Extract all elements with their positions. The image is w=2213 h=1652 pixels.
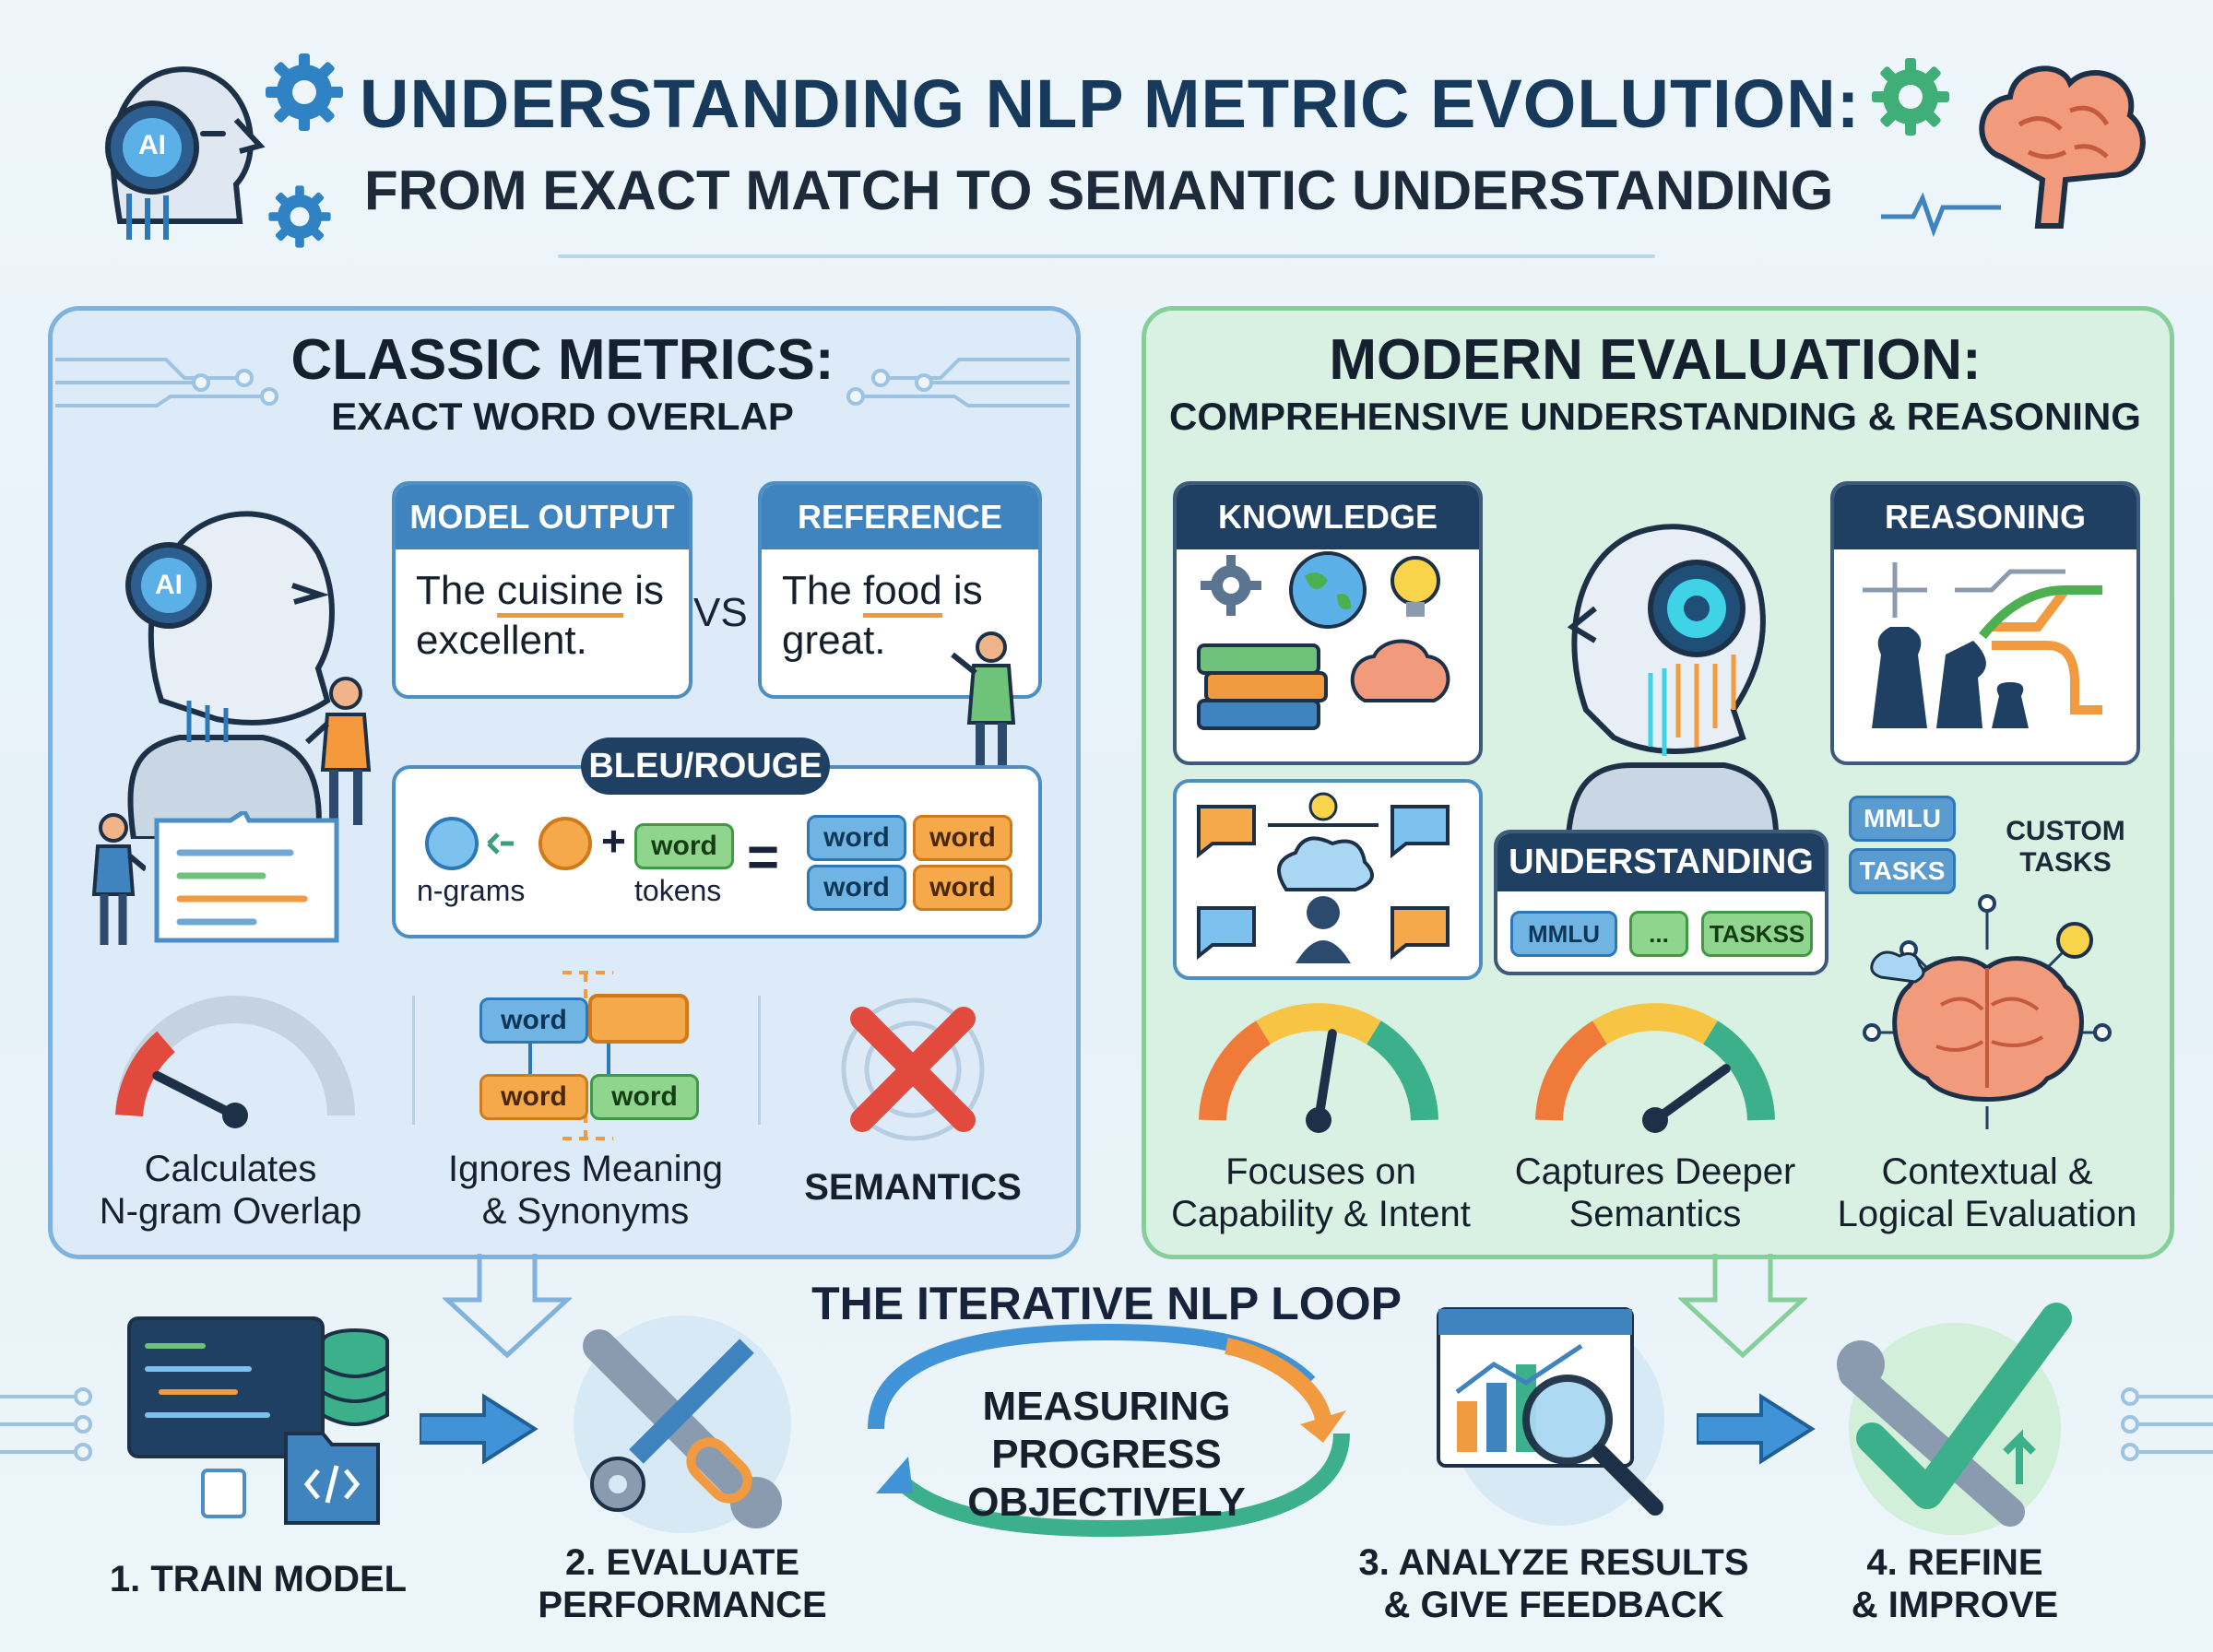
word-flow-icon <box>528 971 689 1140</box>
side-tasks-pill: TASKS <box>1849 848 1956 894</box>
pulse-line-icon <box>1881 192 2001 238</box>
reference-text-a: The <box>782 568 864 613</box>
knowledge-header: KNOWLEDGE <box>1177 485 1479 549</box>
brain-network-icon <box>1863 894 2112 1129</box>
brain-icon <box>1979 65 2146 229</box>
step-4-label: 4. REFINE & IMPROVE <box>1851 1542 2059 1625</box>
down-arrow-right-icon <box>1678 1254 1807 1359</box>
modern-robot-icon <box>1564 524 1780 857</box>
model-output-header: MODEL OUTPUT <box>396 485 689 549</box>
reference-header: REFERENCE <box>762 485 1038 549</box>
gauge-low-icon <box>115 996 355 1128</box>
custom-tasks-label: CUSTOM TASKS <box>2006 816 2125 878</box>
plus-sign: + <box>601 817 626 865</box>
word-token-pill: word <box>634 823 734 869</box>
robot-head-icon <box>105 66 266 240</box>
communication-icons <box>1197 792 1450 963</box>
analytics-magnifier-icon <box>1437 1307 1664 1526</box>
flow-word-3: word <box>590 1074 699 1120</box>
understanding-header: UNDERSTANDING <box>1497 833 1825 891</box>
step-3-label: 3. ANALYZE RESULTS & GIVE FEEDBACK <box>1358 1542 1749 1625</box>
model-output-text-a: The <box>416 568 498 613</box>
highlight-food: food <box>863 568 942 618</box>
classic-heading: CLASSIC METRICS: <box>290 328 834 392</box>
reference-card: REFERENCE The food is great. <box>758 481 1042 699</box>
gauge-capability-icon <box>1199 1003 1438 1133</box>
knowledge-icons <box>1197 551 1450 730</box>
understanding-pill-tasks: TASKSS <box>1701 911 1813 957</box>
caption-capability: Focuses on Capability & Intent <box>1171 1151 1471 1234</box>
modern-subheading: COMPREHENSIVE UNDERSTANDING & REASONING <box>1169 395 2141 438</box>
grid-word-3: word <box>807 865 906 911</box>
title-divider <box>558 254 1655 258</box>
caption-ignores-meaning: Ignores Meaning & Synonyms <box>448 1149 723 1232</box>
caption-semantics: SEMANTICS <box>804 1167 1022 1208</box>
understanding-pill-ellipsis: ... <box>1629 911 1688 957</box>
reasoning-icons <box>1863 562 2102 728</box>
classic-subheading: EXACT WORD OVERLAP <box>331 395 794 438</box>
person-presenter-icon <box>91 813 146 945</box>
wrench-chain-icon <box>574 1316 791 1533</box>
modern-heading: MODERN EVALUATION: <box>1329 328 1982 392</box>
teacher-figure-icon <box>951 631 1016 787</box>
model-output-text: The cuisine is excellent. <box>396 549 689 682</box>
page-subtitle: FROM EXACT MATCH TO SEMANTIC UNDERSTANDI… <box>364 159 1834 221</box>
gauge-semantics-icon <box>1535 1003 1775 1133</box>
understanding-pill-mmlu: MMLU <box>1510 911 1617 957</box>
presentation-screen-icon <box>154 811 339 943</box>
loop-title: THE ITERATIVE NLP LOOP <box>811 1278 1402 1329</box>
gear-green-icon <box>1872 58 1949 136</box>
circuit-right-icon <box>846 358 1070 407</box>
classic-ai-badge: AI <box>155 570 183 600</box>
checkmark-wrench-icon <box>1837 1303 2072 1535</box>
loop-center-label: MEASURING PROGRESS OBJECTIVELY <box>967 1384 1246 1525</box>
ngram-circles-icon <box>425 817 592 870</box>
side-mmlu-pill: MMLU <box>1849 796 1956 842</box>
red-x-icon <box>841 997 985 1141</box>
reference-text: The food is great. <box>762 549 1038 682</box>
cycle-arrows-icon <box>868 1323 1350 1538</box>
person-pointing-icon <box>304 677 372 825</box>
caption-ngram-overlap: Calculates N-gram Overlap <box>99 1149 362 1232</box>
model-output-card: MODEL OUTPUT The cuisine is excellent. <box>392 481 692 699</box>
flow-word-1: word <box>479 997 588 1044</box>
reference-text-b: is great. <box>782 568 983 663</box>
ngrams-label: n-grams <box>417 874 526 907</box>
vs-label: VS <box>693 590 748 635</box>
bleu-rouge-label: BLEU/ROUGE <box>581 738 830 795</box>
gear-icon <box>266 53 343 131</box>
step-1-label: 1. TRAIN MODEL <box>109 1559 408 1599</box>
model-output-text-b: is excellent. <box>416 568 665 663</box>
header: AI UNDERSTANDING NLP METRIC EVOLUTION: F… <box>0 0 2213 277</box>
divider-2 <box>758 996 761 1125</box>
step-2-label: 2. EVALUATE PERFORMANCE <box>538 1542 827 1625</box>
grid-word-4: word <box>913 865 1012 911</box>
tokens-label: tokens <box>634 874 722 907</box>
circuit-bottom-right-icon <box>2121 1387 2213 1461</box>
down-arrow-left-icon <box>443 1254 572 1359</box>
grid-word-1: word <box>807 815 906 861</box>
reasoning-card: REASONING <box>1830 481 2140 765</box>
code-database-icon <box>127 1316 389 1525</box>
highlight-cuisine: cuisine <box>497 568 624 618</box>
grid-word-2: word <box>913 815 1012 861</box>
arrow-right-1-icon <box>420 1393 538 1465</box>
caption-contextual: Contextual & Logical Evaluation <box>1837 1151 2137 1234</box>
arrow-right-2-icon <box>1697 1393 1816 1465</box>
ai-badge: AI <box>138 130 166 160</box>
caption-deeper-semantics: Captures Deeper Semantics <box>1514 1151 1796 1234</box>
flow-word-2: word <box>479 1074 588 1120</box>
robot-figure-icon <box>125 511 335 839</box>
divider-1 <box>412 996 415 1125</box>
reasoning-header: REASONING <box>1834 485 2136 549</box>
circuit-bottom-left-icon <box>0 1387 92 1461</box>
gear-small-icon <box>268 185 331 248</box>
page-title: UNDERSTANDING NLP METRIC EVOLUTION: <box>360 65 1861 142</box>
circuit-left-icon <box>55 358 278 407</box>
equals-sign: = <box>747 826 780 888</box>
